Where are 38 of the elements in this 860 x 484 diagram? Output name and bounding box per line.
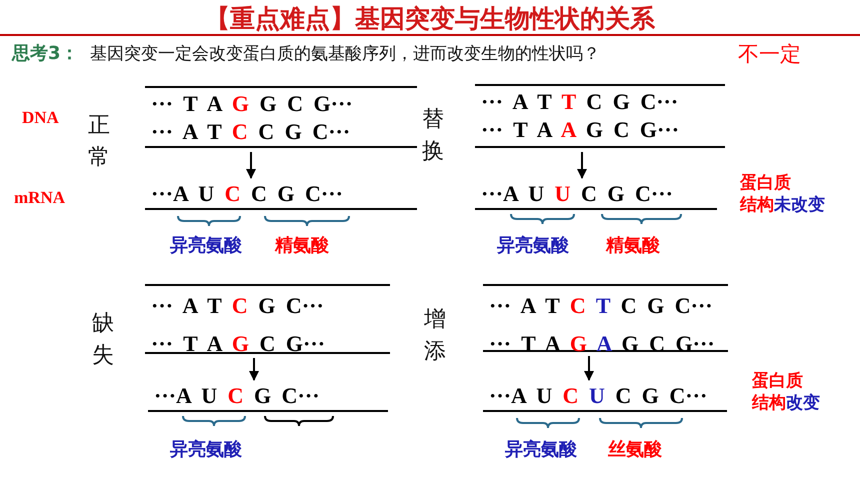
slide-title: 【重点难点】基因突变与生物性状的关系 <box>204 3 656 35</box>
mrna-sequence: ···A U U C G C··· <box>480 180 674 208</box>
question-text: 基因突变一定会改变蛋白质的氨基酸序列，进而改变生物的性状吗？ <box>90 43 600 65</box>
dna-strand-sequence: ··· T A A G C G··· <box>480 116 680 144</box>
amino-acid-label: 精氨酸 <box>606 234 660 257</box>
amino-acid-label: 异亮氨酸 <box>497 234 569 257</box>
dna-strand-sequence: ··· T A G G C G··· <box>150 90 354 118</box>
mrna-sequence: ···A U C G C··· <box>153 382 321 410</box>
dna-strand-sequence: ··· A T C T C G C··· <box>488 292 714 320</box>
arrow <box>577 152 587 179</box>
dna-double-strand <box>483 284 728 352</box>
protein-note: 蛋白质结构未改变 <box>740 172 825 216</box>
mrna-sequence: ···A U C U C G C··· <box>488 382 708 410</box>
mutation-type-label: 缺失 <box>92 310 115 370</box>
dna-double-strand <box>145 284 390 354</box>
dna-double-strand <box>145 86 417 148</box>
mrna-sequence: ···A U C C G C··· <box>150 180 344 208</box>
dna-strand-sequence: ··· A T C C G C··· <box>150 118 352 146</box>
dna-strand-sequence: ··· T A G C G··· <box>150 330 326 358</box>
question-label: 思考3： <box>12 42 79 65</box>
mrna-label: mRNA <box>14 188 65 208</box>
dna-strand-sequence: ··· A T C G C··· <box>150 292 325 320</box>
dna-double-strand <box>475 84 725 148</box>
protein-note: 蛋白质结构改变 <box>752 370 820 414</box>
amino-acid-label: 精氨酸 <box>275 234 329 257</box>
arrow <box>249 358 259 381</box>
answer-text: 不一定 <box>738 41 801 68</box>
amino-acid-label: 异亮氨酸 <box>170 438 242 461</box>
amino-acid-label: 异亮氨酸 <box>170 234 242 257</box>
arrow <box>246 152 256 179</box>
amino-acid-label: 丝氨酸 <box>608 438 662 461</box>
dna-strand-sequence: ··· A T T C G C··· <box>480 88 680 116</box>
dna-label: DNA <box>22 108 59 128</box>
mutation-type-label: 正常 <box>88 112 111 172</box>
amino-acid-label: 异亮氨酸 <box>505 438 577 461</box>
arrow <box>584 356 594 381</box>
mutation-type-label: 增添 <box>424 306 447 366</box>
mutation-type-label: 替换 <box>422 106 445 166</box>
